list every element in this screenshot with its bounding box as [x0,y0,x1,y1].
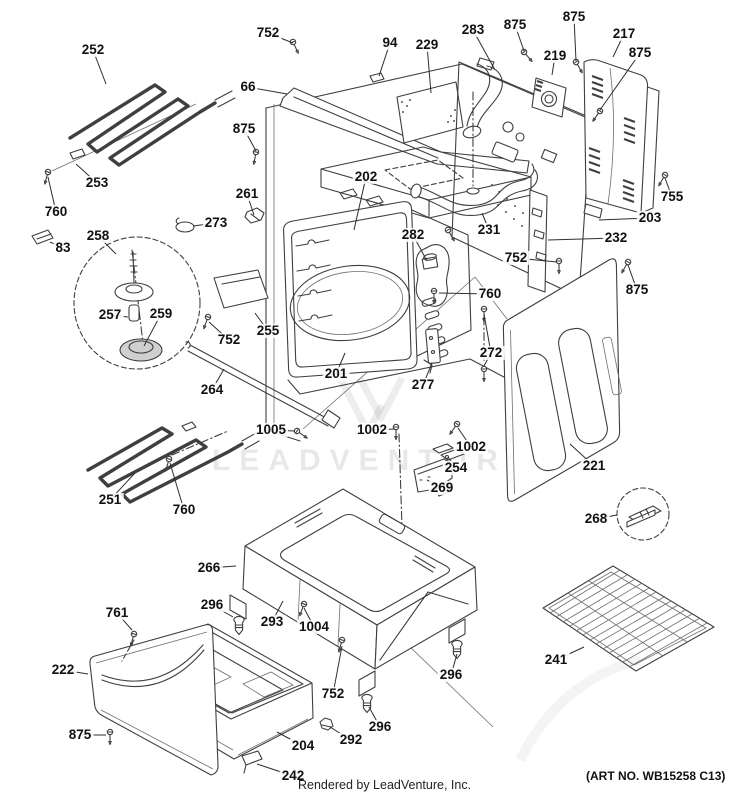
part-label-217: 217 [610,25,638,42]
part-229-insulation-panel [396,81,464,144]
part-label-755: 755 [658,188,686,205]
part-292-clip [319,717,334,731]
rendered-by-text: Rendered by LeadVenture, Inc. [298,778,472,792]
part-231-wiring-harness [410,163,538,217]
part-273-knob [175,217,195,233]
part-label-273: 273 [202,214,230,231]
part-label-204: 204 [289,737,317,754]
part-label-875: 875 [626,44,654,61]
part-label-229: 229 [413,36,441,53]
part-264-rail [185,341,341,429]
part-252-broil-element [68,83,236,167]
part-label-875: 875 [623,281,651,298]
part-label-760: 760 [476,285,504,302]
part-label-242: 242 [279,767,307,784]
leader-line [573,16,577,62]
part-label-94: 94 [380,34,400,51]
part-label-875: 875 [66,726,94,743]
part-label-875: 875 [230,120,258,137]
part-label-254: 254 [442,459,470,476]
part-label-252: 252 [79,41,107,58]
part-label-258: 258 [84,227,112,244]
part-203-rear-panel-edge [583,86,660,219]
part-66-brace [279,87,530,174]
part-label-752: 752 [254,24,282,41]
part-label-752: 752 [319,685,347,702]
part-label-83: 83 [53,239,73,256]
part-261-switch [244,207,265,224]
part-label-202: 202 [352,168,380,185]
part-label-219: 219 [541,47,569,64]
part-label-761: 761 [103,604,131,621]
art-number-text: (ART NO. WB15258 C13) [586,769,726,783]
leader-line [353,176,367,231]
part-label-261: 261 [233,185,261,202]
part-label-201: 201 [322,365,350,382]
part-label-66: 66 [238,78,258,95]
part-label-760: 760 [42,203,70,220]
part-label-241: 241 [542,651,570,668]
part-219-plate [531,77,567,118]
part-277-latch [423,328,441,374]
part-258-ignitor-assembly [73,236,201,370]
part-label-203: 203 [636,209,664,226]
part-242-clip [241,750,263,774]
part-label-251: 251 [96,491,124,508]
part-label-222: 222 [49,661,77,678]
part-label-1005: 1005 [253,421,289,438]
part-label-1002: 1002 [354,421,390,438]
part-label-253: 253 [83,174,111,191]
part-label-296: 296 [437,666,465,683]
part-label-266: 266 [195,559,223,576]
part-label-282: 282 [399,226,427,243]
part-255-bracket [213,269,269,309]
part-label-221: 221 [580,457,608,474]
part-label-296: 296 [198,596,226,613]
part-241-oven-rack [542,565,715,672]
part-251-bake-element [86,421,260,504]
part-268-bracket [616,487,670,541]
part-222-drawer-front-panel [89,624,219,776]
part-label-875: 875 [560,8,588,25]
leader-line [169,462,185,511]
part-221-side-panel [502,258,622,502]
part-94-clip [369,72,385,83]
part-257-ignitor [128,304,140,322]
leader-line [426,44,432,94]
part-label-255: 255 [254,322,282,339]
part-label-231: 231 [475,221,503,238]
part-label-293: 293 [258,613,286,630]
part-83-clip [31,229,54,245]
part-label-760: 760 [170,501,198,518]
part-217-rear-panel [583,59,649,214]
part-label-257: 257 [96,306,124,323]
leader-line [599,52,641,111]
part-label-259: 259 [147,305,175,322]
part-label-1002: 1002 [453,438,489,455]
part-label-283: 283 [459,21,487,38]
part-label-296: 296 [366,718,394,735]
part-label-292: 292 [337,731,365,748]
leader-line [332,645,343,695]
part-label-875: 875 [501,16,529,33]
part-label-269: 269 [428,479,456,496]
part-label-277: 277 [409,376,437,393]
part-label-752: 752 [215,331,243,348]
part-label-232: 232 [602,229,630,246]
part-253-support-bracket [69,148,86,160]
part-201-oven-cavity [283,201,472,378]
part-label-264: 264 [198,381,226,398]
part-label-752: 752 [502,249,530,266]
part-label-1004: 1004 [296,618,332,635]
part-label-268: 268 [582,510,610,527]
part-label-272: 272 [477,344,505,361]
